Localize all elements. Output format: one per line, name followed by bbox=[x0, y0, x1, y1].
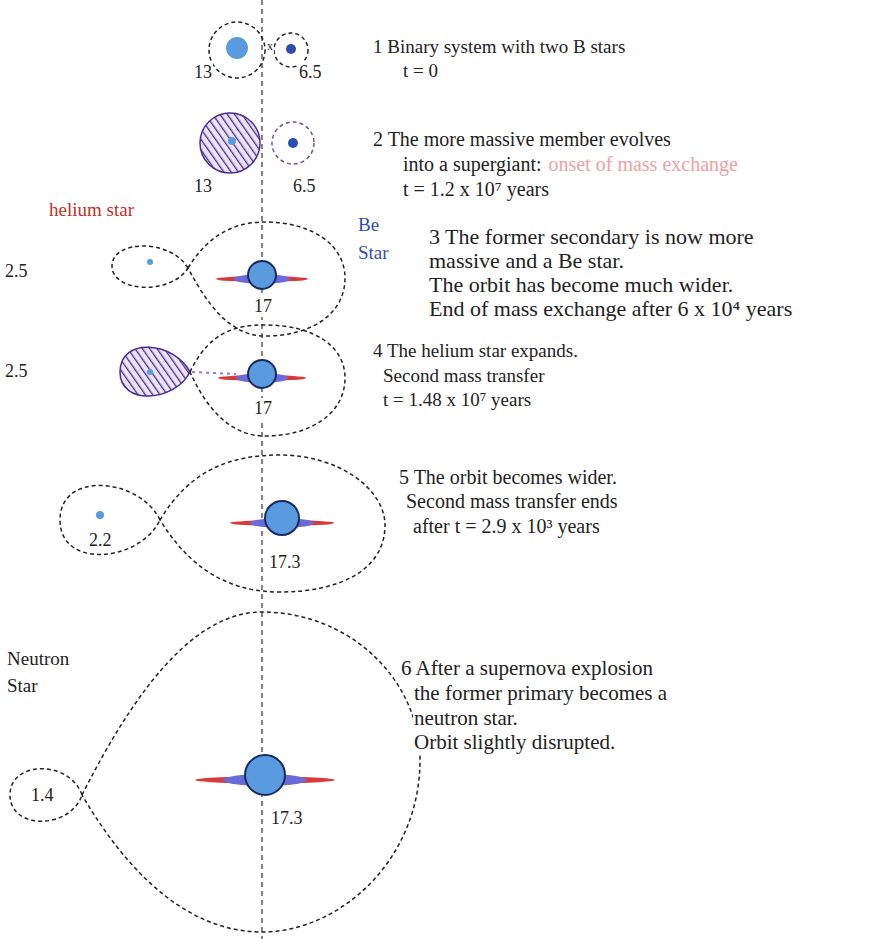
mass-number: 17 bbox=[253, 296, 273, 317]
step-text: Second mass transfer bbox=[382, 365, 545, 387]
be-star bbox=[248, 261, 276, 289]
be-star bbox=[248, 360, 276, 388]
roche-lobe bbox=[82, 612, 420, 932]
step-text: t = 1.2 x 10⁷ years bbox=[402, 178, 550, 201]
star-core bbox=[147, 369, 153, 375]
mass-number: 6.5 bbox=[292, 176, 317, 197]
step-text: 3 The former secondary is now more bbox=[428, 224, 755, 249]
mass-number: 6.5 bbox=[298, 62, 323, 83]
step-text: 2 The more massive member evolves bbox=[372, 128, 672, 151]
star-label: helium star bbox=[48, 199, 135, 221]
helium-star bbox=[147, 259, 153, 265]
center-mark: x bbox=[266, 40, 274, 54]
step-text: The orbit has become much wider. bbox=[428, 272, 734, 297]
step-text: after t = 2.9 x 10³ years bbox=[412, 515, 601, 538]
mass-number: 13 bbox=[193, 62, 213, 83]
star bbox=[226, 37, 248, 59]
step-text: the former primary becomes a bbox=[413, 681, 668, 705]
expanding-helium-star bbox=[120, 347, 190, 396]
mass-number: 2.5 bbox=[4, 261, 29, 282]
roche-lobe bbox=[60, 485, 160, 554]
axis-line bbox=[261, 0, 262, 939]
step-text: neutron star. bbox=[413, 706, 519, 730]
helium-star bbox=[96, 511, 104, 519]
star-core bbox=[228, 137, 236, 145]
roche-lobe bbox=[209, 22, 265, 78]
step-text: t = 1.48 x 10⁷ years bbox=[382, 389, 532, 411]
step-text: 4 The helium star expands. bbox=[372, 340, 579, 362]
step-text: 1 Binary system with two B stars bbox=[372, 36, 626, 58]
roche-lobe bbox=[190, 325, 345, 436]
star bbox=[286, 44, 296, 54]
mass-stream bbox=[192, 372, 236, 374]
step-highlight: onset of mass exchange bbox=[548, 153, 739, 176]
step-text: End of mass exchange after 6 x 10⁴ years bbox=[428, 296, 793, 321]
supergiant bbox=[200, 113, 260, 173]
mass-number: 17.3 bbox=[270, 808, 304, 829]
mass-number: 1.4 bbox=[30, 785, 55, 806]
step-text: 5 The orbit becomes wider. bbox=[398, 466, 618, 489]
star-label: Neutron bbox=[6, 648, 70, 670]
roche-lobe bbox=[188, 222, 345, 336]
roche-lobe bbox=[272, 122, 314, 164]
mass-number: 2.5 bbox=[4, 361, 29, 382]
star-label: Be bbox=[357, 214, 380, 236]
star-label: Star bbox=[357, 242, 390, 264]
step-text: massive and a Be star. bbox=[428, 248, 625, 273]
step-text: Second mass transfer ends bbox=[405, 490, 619, 513]
step-text: into a supergiant: bbox=[402, 153, 543, 176]
step-text: 6 After a supernova explosion bbox=[400, 656, 654, 680]
be-star bbox=[265, 501, 299, 535]
roche-lobe bbox=[112, 246, 188, 287]
mass-number: 17.3 bbox=[268, 552, 302, 573]
star bbox=[288, 138, 298, 148]
step-text: t = 0 bbox=[402, 60, 439, 82]
mass-number: 13 bbox=[193, 176, 213, 197]
roche-lobe bbox=[10, 769, 82, 822]
roche-lobe bbox=[160, 455, 385, 592]
star-label: Star bbox=[6, 675, 39, 697]
mass-number: 2.2 bbox=[88, 530, 113, 551]
be-star bbox=[245, 755, 285, 795]
mass-number: 17 bbox=[253, 398, 273, 419]
step-text: Orbit slightly disrupted. bbox=[413, 730, 616, 754]
